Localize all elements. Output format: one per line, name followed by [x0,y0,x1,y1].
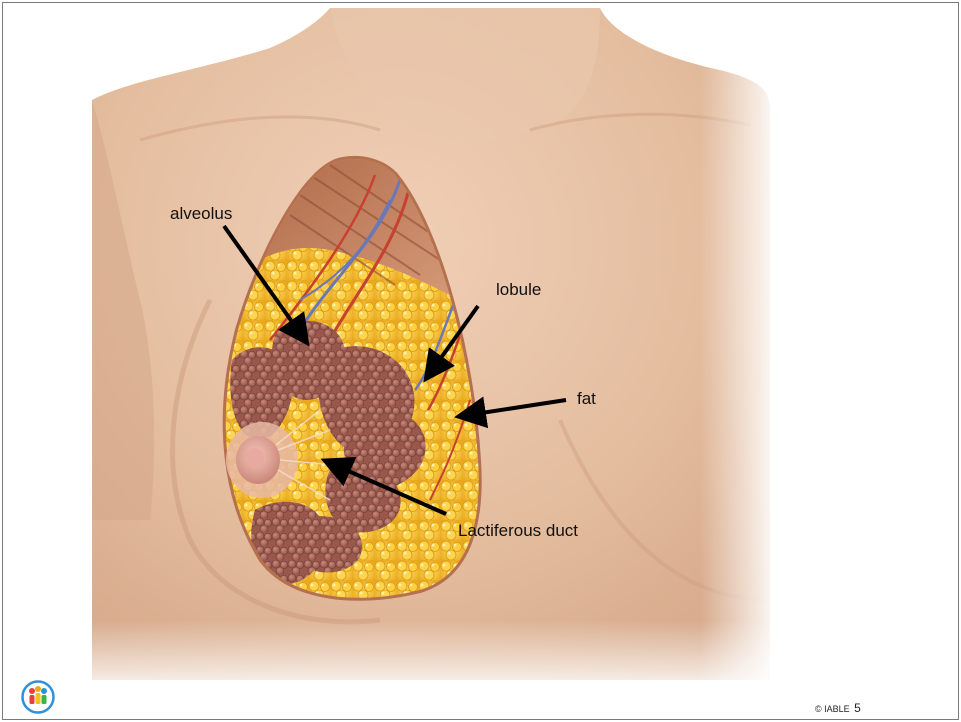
slide-footer: © IABLE 5 [815,699,861,717]
copyright-text: © IABLE [815,704,850,714]
label-lobule: lobule [496,281,541,298]
slide-number: 5 [854,701,861,715]
label-lactiferous-duct: Lactiferous duct [458,522,578,539]
people-logo-icon [21,680,55,714]
label-fat: fat [577,390,596,407]
label-alveolus: alveolus [170,205,232,222]
